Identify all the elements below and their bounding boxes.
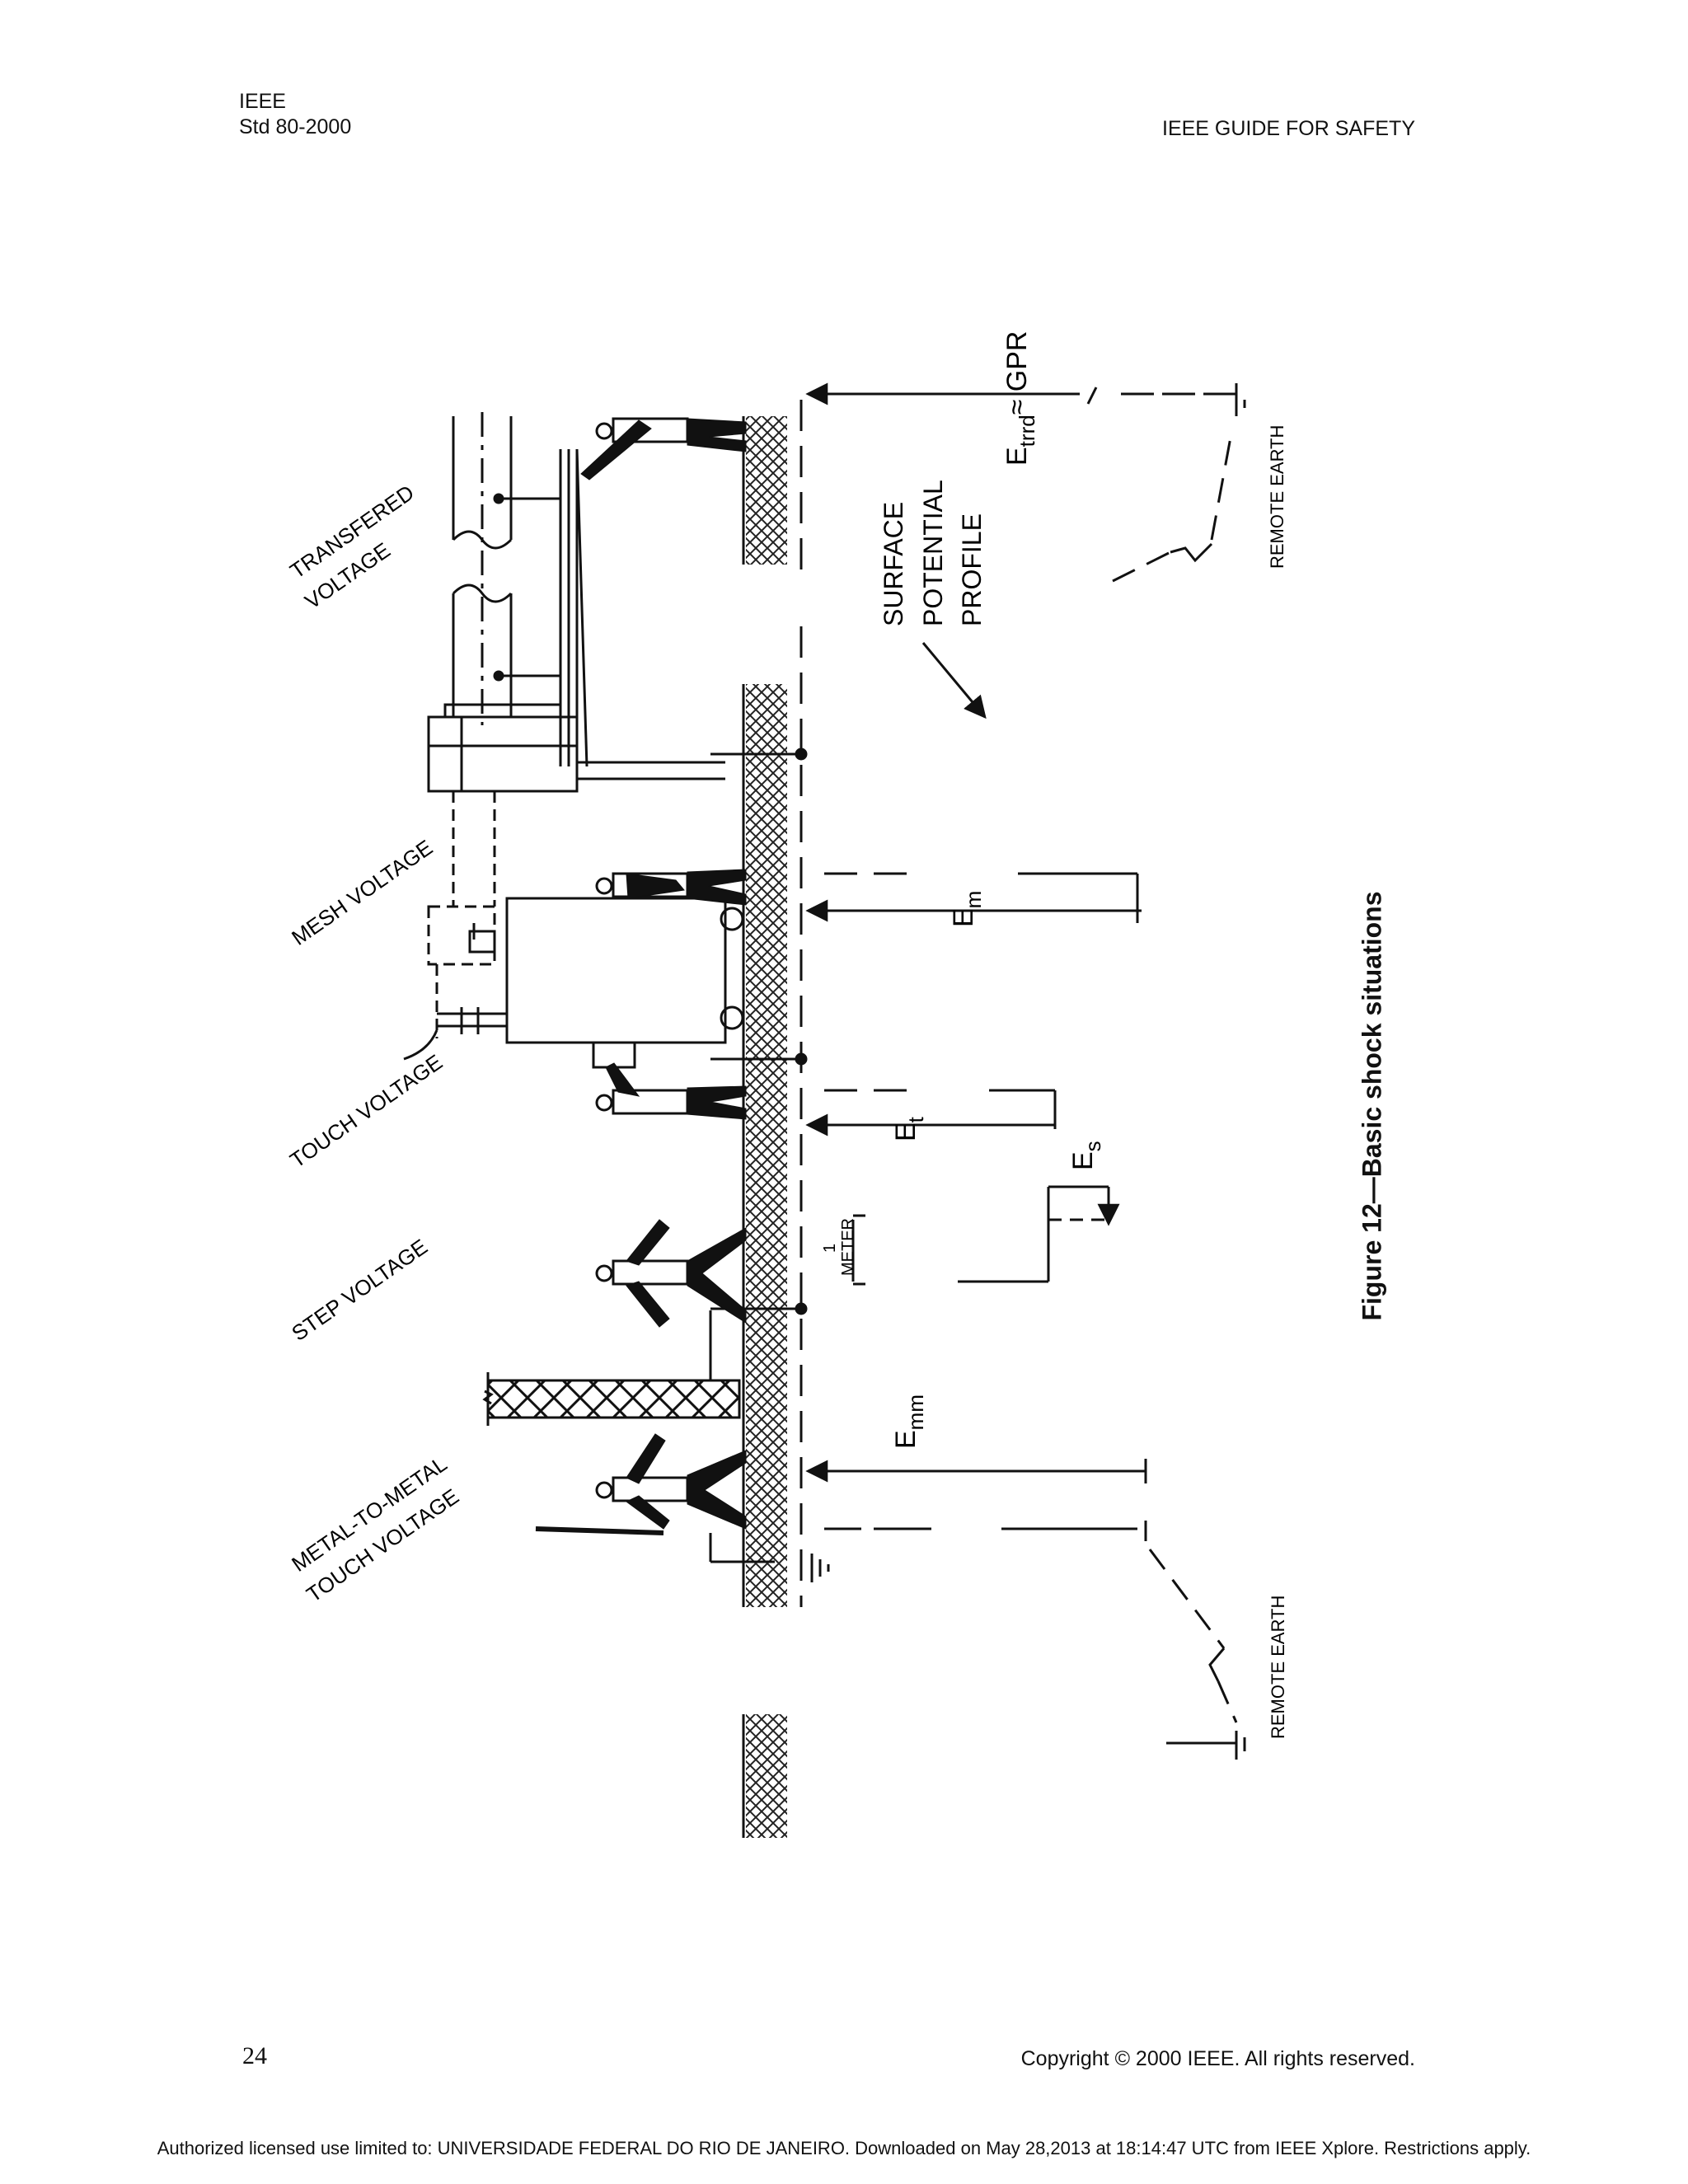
grid-connections xyxy=(709,748,830,1582)
symbol-emm: Emm xyxy=(890,1394,928,1449)
label-touch-voltage: TOUCH VOLTAGE xyxy=(285,1049,447,1173)
metal-handle xyxy=(535,1526,664,1535)
person-metal-to-metal xyxy=(595,1433,747,1530)
label-meter-2: METER xyxy=(839,1218,857,1276)
figure-caption: Figure 12—Basic shock situations xyxy=(1357,891,1387,1321)
label-remote-earth-bottom: REMOTE EARTH xyxy=(1268,1596,1288,1739)
symbol-emm-sub: mm xyxy=(903,1394,928,1430)
dimension-lines xyxy=(805,382,1246,1760)
symbol-em: Em xyxy=(948,891,986,927)
page-header-left: IEEE Std 80-2000 xyxy=(239,89,351,140)
label-meter-1: 1 xyxy=(821,1244,839,1253)
transformer-tank xyxy=(403,897,744,1069)
fence xyxy=(482,1372,741,1426)
symbol-et-main: E xyxy=(890,1122,921,1141)
copyright-notice: Copyright © 2000 IEEE. All rights reserv… xyxy=(1020,2047,1415,2070)
person-transfered xyxy=(580,417,747,480)
symbol-es-sub: s xyxy=(1081,1141,1105,1151)
person-touch xyxy=(595,1062,747,1120)
svg-text:Es: Es xyxy=(1067,1141,1105,1170)
person-step xyxy=(595,1219,747,1328)
label-remote-earth-top: REMOTE EARTH xyxy=(1267,425,1287,569)
symbol-etrrd-rest: ≈ GPR xyxy=(1001,331,1033,415)
svg-text:Et: Et xyxy=(890,1116,928,1141)
symbol-etrrd-main: E xyxy=(1001,447,1033,466)
surface-line1: SURFACE xyxy=(879,502,908,626)
symbol-em-main: E xyxy=(948,908,979,927)
ground-soil xyxy=(742,416,787,1838)
header-org: IEEE xyxy=(239,90,286,113)
person-mesh xyxy=(595,869,747,906)
svg-text:Emm: Emm xyxy=(890,1394,928,1449)
surface-line3: PROFILE xyxy=(957,513,987,626)
symbol-es: Es xyxy=(1067,1141,1105,1170)
symbol-es-main: E xyxy=(1067,1151,1099,1170)
label-surface-potential-profile: SURFACE POTENTIAL PROFILE xyxy=(879,480,987,626)
symbol-em-sub: m xyxy=(961,891,986,909)
label-step-voltage: STEP VOLTAGE xyxy=(287,1234,432,1346)
header-title: IEEE GUIDE FOR SAFETY xyxy=(1162,117,1415,140)
transmission-line xyxy=(452,412,588,767)
surface-line2: POTENTIAL xyxy=(918,480,948,626)
page-number: 24 xyxy=(242,2042,267,2069)
symbol-etrrd-sub: trrd xyxy=(1015,415,1039,447)
svg-text:Etrrd≈ GPR: Etrrd≈ GPR xyxy=(1001,331,1039,466)
symbol-et-sub: t xyxy=(903,1116,928,1122)
license-notice: Authorized licensed use limited to: UNIV… xyxy=(157,2138,1531,2158)
potential-profile-curve xyxy=(824,387,1238,1723)
symbol-et: Et xyxy=(890,1116,928,1141)
symbol-emm-main: E xyxy=(890,1430,921,1449)
svg-text:Em: Em xyxy=(948,891,986,927)
label-mesh-voltage: MESH VOLTAGE xyxy=(287,835,437,950)
header-std: Std 80-2000 xyxy=(239,115,352,138)
symbol-etrrd: Etrrd≈ GPR xyxy=(1001,331,1039,466)
